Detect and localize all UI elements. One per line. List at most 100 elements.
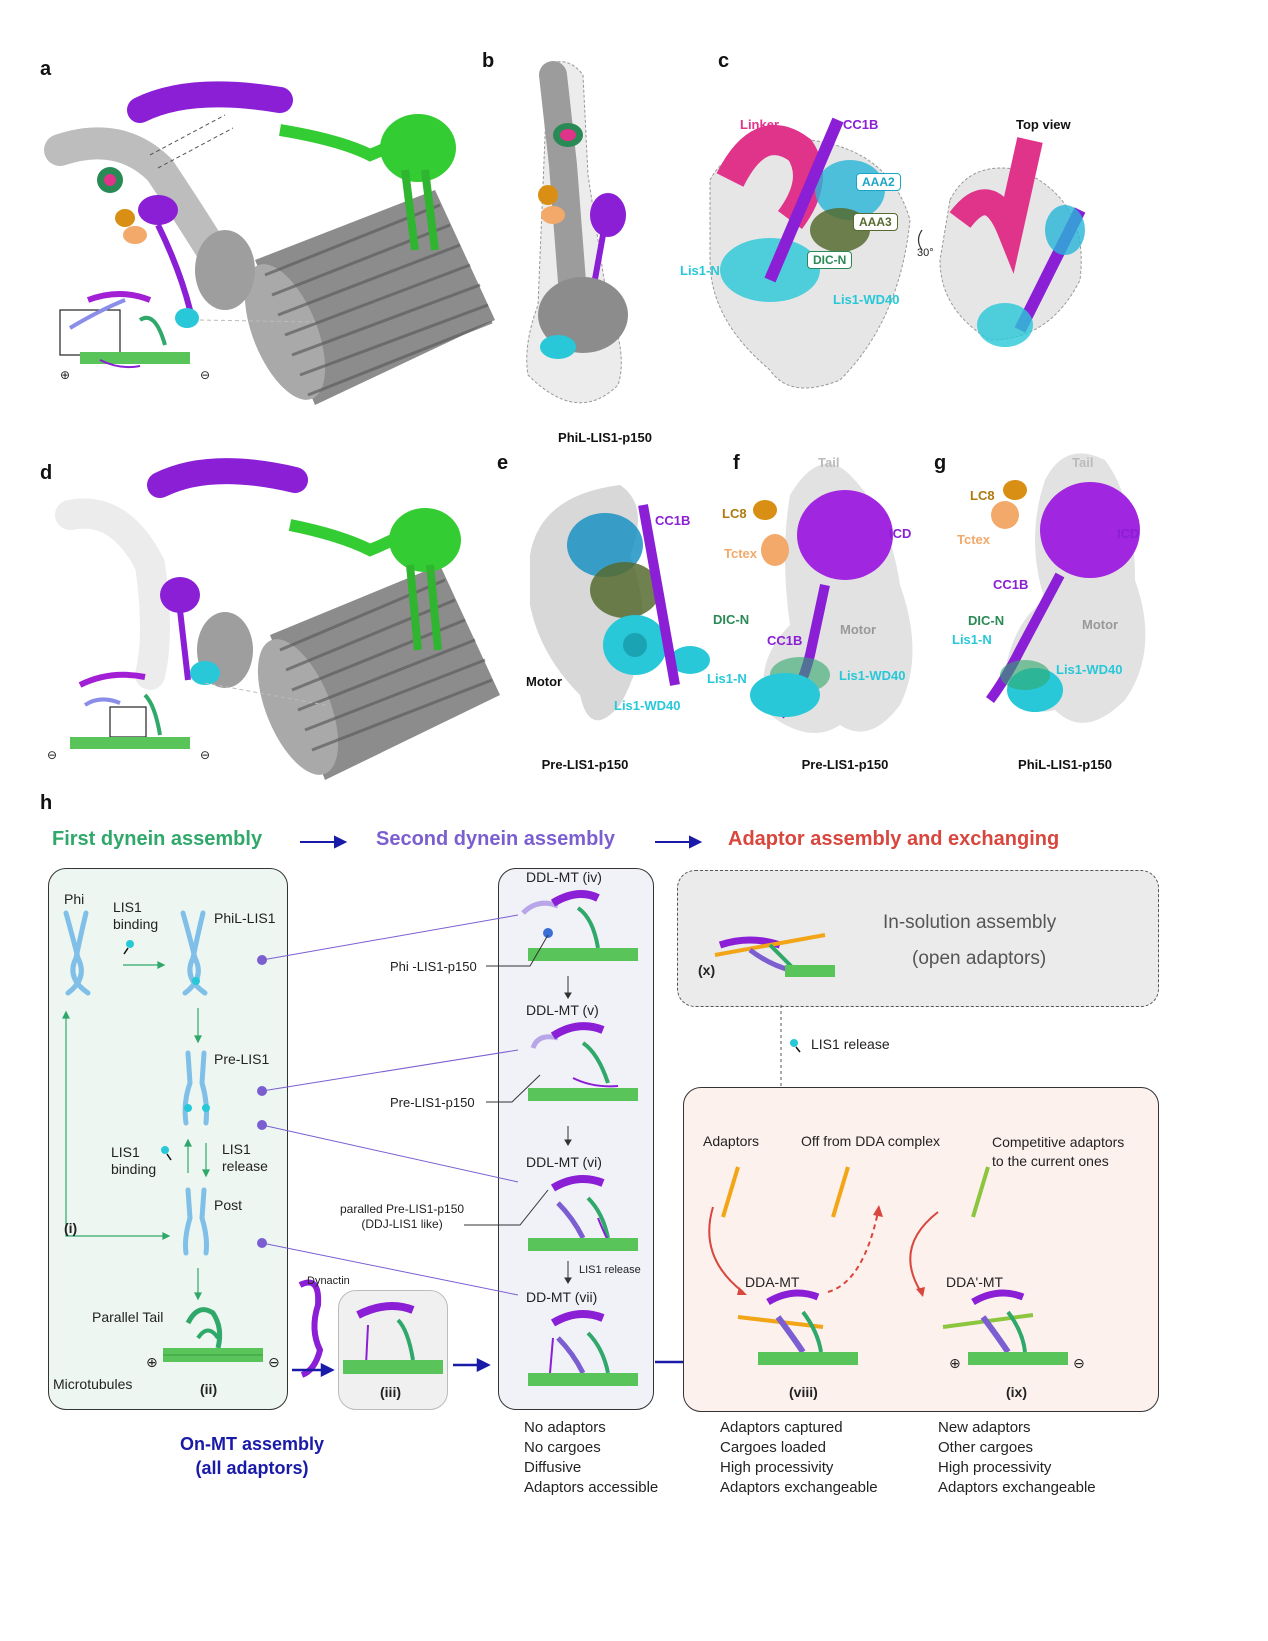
label-c-cc1b: CC1B — [843, 117, 879, 132]
label-dynactin: Dynactin — [307, 1275, 350, 1287]
label-f-lc8: LC8 — [722, 506, 747, 521]
panel-e-structure — [530, 485, 710, 721]
first-assembly-box — [48, 868, 288, 1410]
label-c-aaa2: AAA2 — [856, 173, 901, 191]
label-phi-lis1-p150: Phi -LIS1-p150 — [390, 959, 477, 974]
label-lis1-release-mid: LIS1 release — [811, 1036, 890, 1052]
minus-end-a: ⊖ — [200, 368, 211, 382]
label-c-aaa3: AAA3 — [853, 213, 898, 231]
panel-label-a: a — [40, 58, 52, 80]
label-adaptors: Adaptors — [703, 1133, 760, 1149]
header-adaptor-assembly: Adaptor assembly and exchanging — [728, 828, 1060, 850]
label-e-lis1n: Lis1-N — [707, 671, 747, 686]
caption-f: Pre-LIS1-p150 — [801, 757, 889, 772]
second-desc-1: No adaptors — [524, 1419, 606, 1436]
second-desc-2: No cargoes — [524, 1439, 601, 1456]
label-lis1-release: LIS1 release — [222, 1141, 268, 1174]
label-pre-lis1-p150: Pre-LIS1-p150 — [390, 1095, 475, 1110]
label-pre-lis1: Pre-LIS1 — [214, 1051, 270, 1067]
second-box-diagram — [521, 890, 638, 1386]
label-f-lis1wd40: Lis1-WD40 — [839, 668, 906, 683]
label-post: Post — [214, 1197, 243, 1213]
label-paralled-pre-lis1-p150: paralled Pre-LIS1-p150 (DDJ-LIS1 like) — [340, 1202, 465, 1231]
label-ddl-mt-v: DDL-MT (v) — [526, 1002, 599, 1018]
panel-label-d: d — [40, 462, 53, 484]
panel-label-h: h — [40, 792, 53, 814]
panel-f-structure — [750, 463, 913, 733]
minus-end-d: ⊖ — [200, 748, 211, 762]
desc-ix-4: Adaptors exchangeable — [938, 1479, 1096, 1496]
label-g-cc1b: CC1B — [993, 577, 1029, 592]
label-g-tail: Tail — [1072, 455, 1094, 470]
label-f-cc1b: CC1B — [767, 633, 803, 648]
label-x: (x) — [698, 962, 716, 978]
caption-b: PhiL-LIS1-p150 — [558, 430, 652, 445]
label-c-topview: Top view — [1016, 117, 1071, 132]
label-e-motor: Motor — [526, 674, 563, 689]
label-dd-mt-vii: DD-MT (vii) — [526, 1289, 598, 1305]
label-ii: (ii) — [200, 1381, 218, 1397]
label-parallel-tail: Parallel Tail — [92, 1309, 164, 1325]
adaptor-diagram — [708, 1166, 1068, 1365]
panel-label-c: c — [718, 50, 730, 72]
label-g-tctex: Tctex — [957, 532, 990, 547]
label-e-lis1wd40: Lis1-WD40 — [614, 698, 681, 713]
label-f-tctex: Tctex — [724, 546, 757, 561]
in-solution-diagram — [714, 933, 835, 977]
desc-ix-1: New adaptors — [938, 1419, 1031, 1436]
label-microtubules: Microtubules — [53, 1376, 133, 1392]
label-ddl-mt-iv: DDL-MT (iv) — [526, 869, 602, 885]
label-g-dicn: DIC-N — [968, 613, 1005, 628]
label-phi: Phi — [64, 891, 85, 907]
label-g-lis1wd40: Lis1-WD40 — [1056, 662, 1123, 677]
label-e-cc1b: CC1B — [655, 513, 691, 528]
label-g-motor: Motor — [1082, 617, 1119, 632]
label-lis1-binding: LIS1 binding — [111, 1144, 157, 1177]
label-c-linker: Linker — [740, 117, 780, 132]
desc-viii-1: Adaptors captured — [720, 1419, 843, 1436]
label-ix: (ix) — [1006, 1384, 1027, 1400]
desc-viii-4: Adaptors exchangeable — [720, 1479, 878, 1496]
label-i: (i) — [64, 1220, 78, 1236]
label-in-solution-title: In-solution assembly — [883, 912, 1057, 933]
label-minus-first: ⊖ — [268, 1354, 280, 1370]
label-competitive-adaptors: Competitive adaptors to the current ones — [992, 1134, 1125, 1169]
desc-viii-list: Adaptors captured Cargoes loaded High pr… — [720, 1418, 878, 1498]
desc-ix-3: High processivity — [938, 1459, 1052, 1476]
label-plus-adaptor: ⊕ — [949, 1355, 961, 1371]
label-plus-first: ⊕ — [146, 1354, 158, 1370]
desc-viii-3: High processivity — [720, 1459, 834, 1476]
label-phil-lis1: PhiL-LIS1 — [214, 910, 276, 926]
label-off-dda: Off from DDA complex — [801, 1133, 941, 1149]
panel-label-g: g — [934, 452, 947, 474]
panel-d-structure — [55, 458, 500, 780]
label-g-lc8: LC8 — [970, 488, 995, 503]
step-iii-diagram — [343, 1302, 443, 1374]
label-ddl-mt-vi: DDL-MT (vi) — [526, 1154, 602, 1170]
second-desc-3: Diffusive — [524, 1459, 582, 1476]
label-lis1-release-vii: LIS1 release — [579, 1264, 641, 1276]
desc-ix-2: Other cargoes — [938, 1439, 1034, 1456]
schematic-inset-a — [59, 291, 190, 369]
label-in-solution-sub: (open adaptors) — [912, 948, 1047, 969]
label-g-lis1n: Lis1-N — [952, 632, 992, 647]
label-c-lis1n: Lis1-N — [680, 263, 720, 278]
label-f-tail: Tail — [818, 455, 840, 470]
label-dda-prime-mt: DDA'-MT — [946, 1274, 1004, 1290]
panel-label-b: b — [482, 50, 495, 72]
dynactin-icon — [298, 1279, 324, 1378]
desc-ix-list: New adaptors Other cargoes High processi… — [938, 1418, 1096, 1498]
label-f-icd: ICD — [889, 526, 912, 541]
second-desc-4: Adaptors accessible — [524, 1479, 659, 1496]
label-f-motor: Motor — [840, 622, 877, 637]
second-desc-list: No adaptors No cargoes Diffusive Adaptor… — [524, 1418, 658, 1498]
label-iii: (iii) — [380, 1384, 401, 1400]
caption-e: Pre-LIS1-p150 — [541, 757, 629, 772]
label-lis1-binding-top: LIS1 binding — [113, 899, 159, 932]
panel-g-structure — [985, 453, 1146, 723]
label-g-icd: ICD — [1117, 526, 1140, 541]
label-c-angle: 30° — [917, 247, 934, 259]
header-second-assembly: Second dynein assembly — [376, 828, 615, 850]
header-first-assembly: First dynein assembly — [52, 828, 263, 850]
